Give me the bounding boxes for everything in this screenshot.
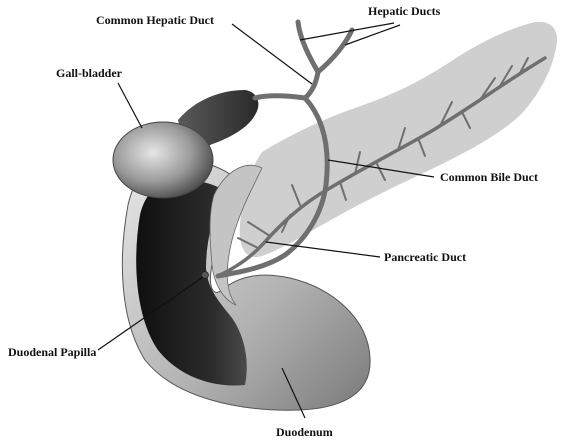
common-hepatic-duct xyxy=(305,72,318,98)
label-common-hepatic-duct: Common Hepatic Duct xyxy=(96,13,214,27)
leader-gall-bladder xyxy=(118,83,142,128)
label-hepatic-ducts: Hepatic Ducts xyxy=(368,4,441,18)
label-duodenum: Duodenum xyxy=(276,425,333,439)
label-common-bile-duct: Common Bile Duct xyxy=(440,170,538,184)
label-gall-bladder: Gall-bladder xyxy=(56,66,123,80)
hepatic-duct-left xyxy=(298,22,318,72)
gallbladder xyxy=(113,122,213,198)
label-duodenal-papilla: Duodenal Papilla xyxy=(8,345,96,359)
label-pancreatic-duct: Pancreatic Duct xyxy=(384,250,466,264)
cystic-duct xyxy=(255,96,305,98)
